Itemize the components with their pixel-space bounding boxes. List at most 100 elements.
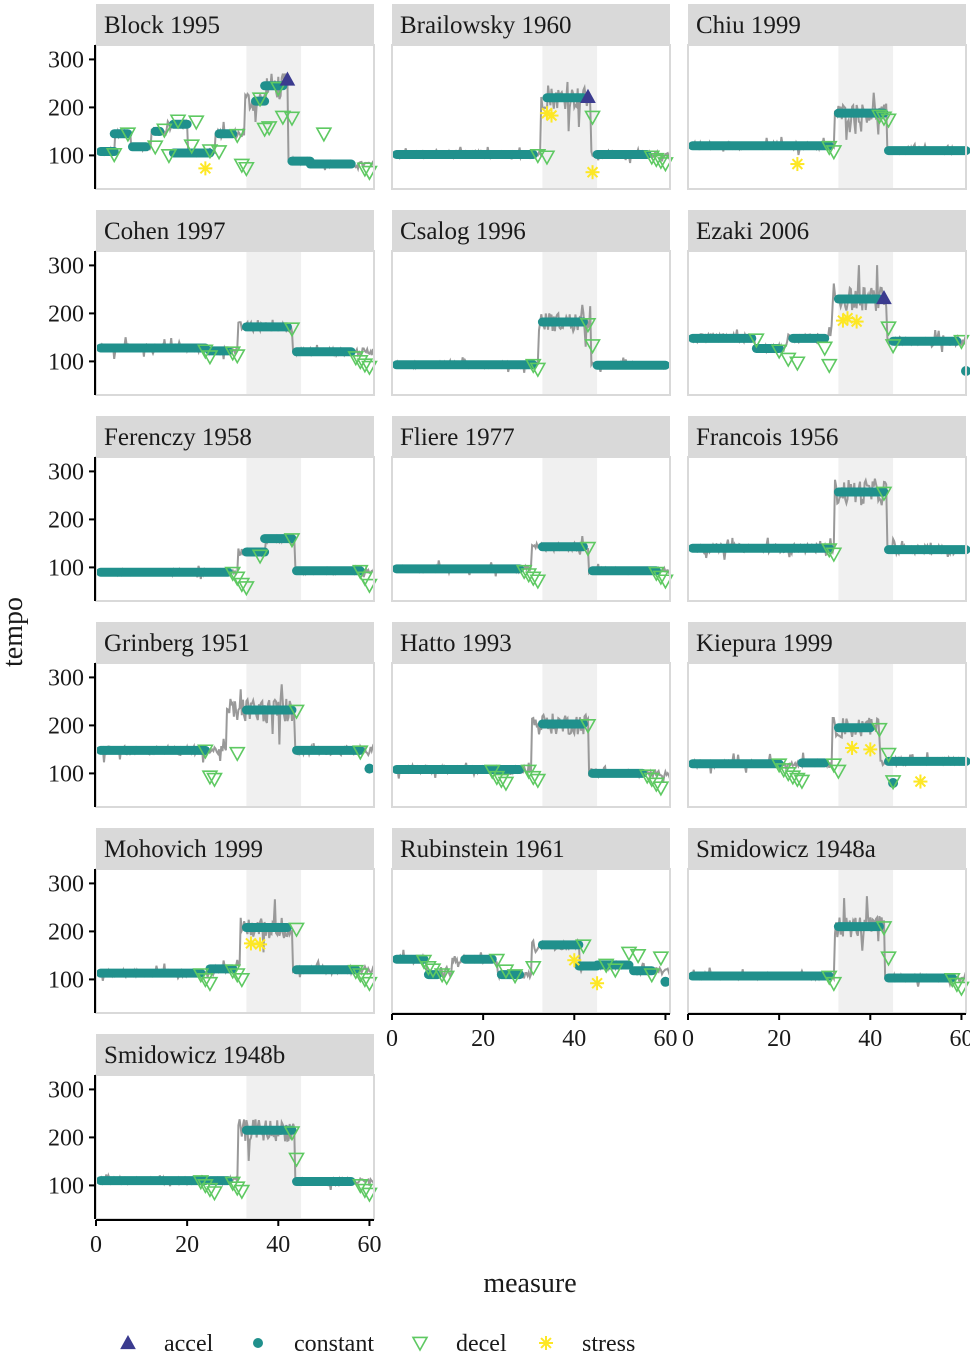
stress-star-stroke xyxy=(540,1337,552,1349)
panel-background xyxy=(96,869,374,1013)
decel-marker xyxy=(201,144,219,160)
stress-marker xyxy=(849,314,864,329)
facet-title: Francois 1956 xyxy=(696,424,838,451)
decel-marker xyxy=(351,745,369,761)
facet-panel: Fliere 1977 xyxy=(391,416,674,602)
decel-marker xyxy=(283,533,301,549)
decel-marker xyxy=(497,776,515,792)
decel-marker xyxy=(201,1182,219,1198)
panel-background xyxy=(392,45,670,189)
facet-panel: Ferenczy 1958 xyxy=(95,416,378,602)
y-tick-label: 100 xyxy=(48,761,84,787)
decel-marker xyxy=(524,770,542,786)
stress-star-stroke xyxy=(841,312,854,324)
y-tick-label: 200 xyxy=(48,507,84,533)
facet-panel: Csalog 1996 xyxy=(391,210,671,396)
y-tick-label: 100 xyxy=(48,967,84,993)
accel-marker xyxy=(876,290,892,305)
decel-marker xyxy=(825,547,843,563)
decel-marker xyxy=(789,356,806,372)
decel-marker xyxy=(356,1183,374,1199)
decel-marker xyxy=(197,1179,214,1195)
facet-panel: Brailowsky 1960 xyxy=(391,4,674,190)
decel-marker xyxy=(953,981,970,997)
y-tick-label: 100 xyxy=(48,143,84,169)
decel-marker xyxy=(652,570,670,586)
decel-marker xyxy=(233,158,251,174)
decel-marker xyxy=(201,770,219,786)
decel-marker xyxy=(647,566,665,582)
panel-border xyxy=(391,44,671,190)
decel-marker xyxy=(825,976,843,992)
decel-marker xyxy=(251,549,269,565)
decel-marker xyxy=(538,150,556,166)
decel-marker xyxy=(228,746,246,762)
accel-legend-icon xyxy=(120,1334,136,1350)
decel-marker xyxy=(875,921,893,937)
decel-marker xyxy=(228,349,246,365)
decel-marker xyxy=(361,976,378,992)
decel-marker xyxy=(233,1184,251,1200)
facet-strip xyxy=(688,210,966,251)
decel-marker xyxy=(884,339,902,355)
decel-marker xyxy=(657,574,674,590)
decel-marker xyxy=(238,581,255,597)
decel-marker xyxy=(197,972,214,989)
facet-panel: Ezaki 2006 xyxy=(687,210,970,396)
legend-label: constant xyxy=(294,1331,374,1357)
stress-star-stroke xyxy=(791,158,804,170)
facet-strip xyxy=(96,210,374,251)
stress-marker xyxy=(585,165,600,180)
decel-marker xyxy=(361,1187,378,1203)
x-tick-label: 0 xyxy=(682,1026,694,1052)
stress-star-stroke xyxy=(850,315,863,328)
x-tick-label: 20 xyxy=(767,1026,791,1052)
legend-item-decel: decel xyxy=(411,1331,507,1357)
shaded-region xyxy=(246,457,302,601)
y-tick-label: 300 xyxy=(48,459,84,485)
decel-marker xyxy=(433,968,451,984)
facet-strip xyxy=(96,828,374,869)
decel-marker xyxy=(652,781,670,797)
decel-marker xyxy=(224,346,242,362)
decel-marker xyxy=(156,123,173,139)
decel-marker xyxy=(748,333,765,349)
decel-marker xyxy=(579,318,597,334)
stress-star-stroke xyxy=(245,937,257,950)
decel-marker xyxy=(638,769,656,785)
panel-border xyxy=(391,662,671,808)
panel-border xyxy=(391,456,671,602)
decel-marker xyxy=(206,1186,223,1202)
decel-marker xyxy=(948,977,966,993)
facet-strip xyxy=(688,4,966,45)
decel-marker xyxy=(775,763,793,779)
legend-item-constant: constant xyxy=(253,1331,374,1357)
decel-marker xyxy=(224,1176,242,1192)
shaded-region xyxy=(542,457,598,601)
y-tick-label: 200 xyxy=(48,301,84,327)
constant-point xyxy=(364,763,375,774)
decel-marker xyxy=(575,939,592,955)
stress-marker xyxy=(567,953,582,968)
decel-marker xyxy=(953,334,970,350)
decel-marker xyxy=(356,571,374,587)
decel-marker xyxy=(260,121,278,137)
facet-title: Ferenczy 1958 xyxy=(104,424,252,451)
panel-border xyxy=(687,250,967,396)
decel-marker xyxy=(347,351,365,367)
facet-strip xyxy=(688,622,966,663)
decel-marker xyxy=(506,969,524,985)
legend-label: stress xyxy=(582,1331,635,1357)
decel-marker xyxy=(488,953,506,969)
stress-star-stroke xyxy=(914,775,927,788)
facet-title: Grinberg 1951 xyxy=(104,630,250,657)
legend-item-accel: accel xyxy=(120,1331,214,1357)
decel-marker xyxy=(192,968,210,984)
facet-panel: Hatto 1993 xyxy=(391,622,671,808)
x-tick-label: 20 xyxy=(175,1232,199,1258)
decel-marker xyxy=(816,341,834,357)
stress-star-stroke xyxy=(199,162,212,175)
x-tick-label: 60 xyxy=(949,1026,970,1052)
decel-marker xyxy=(356,162,374,178)
decel-marker xyxy=(201,350,219,366)
